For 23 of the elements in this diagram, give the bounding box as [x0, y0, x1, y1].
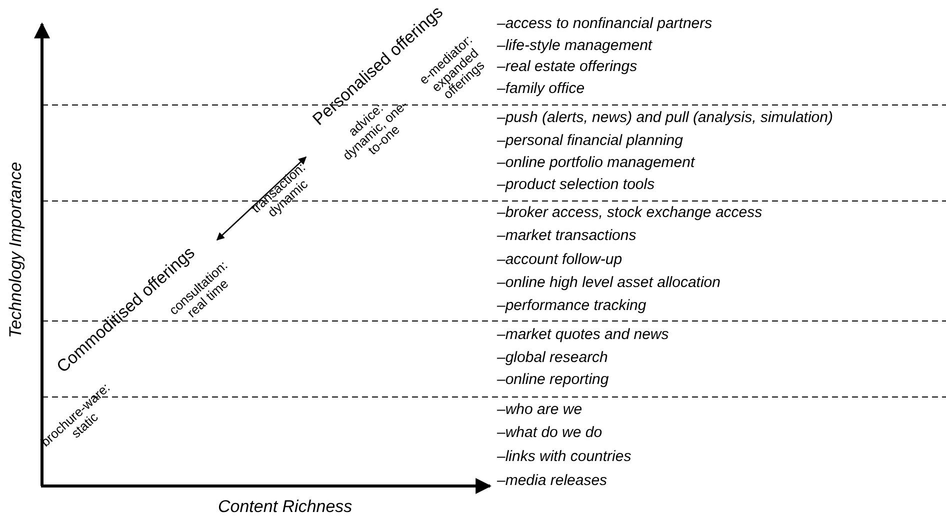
list-item: –what do we do — [497, 425, 602, 441]
list-item: –performance tracking — [497, 298, 646, 314]
list-item: –personal financial planning — [497, 133, 683, 149]
list-item: –online high level asset allocation — [497, 275, 720, 291]
list-item: –life-style management — [497, 38, 652, 54]
list-item: –account follow-up — [497, 252, 622, 268]
axis-title: Content Richness — [218, 498, 352, 516]
list-item: –push (alerts, news) and pull (analysis, simulation) — [497, 110, 833, 126]
list-item: –global research — [497, 350, 608, 366]
axis-title: Technology Importance — [7, 162, 25, 338]
list-item: –market transactions — [497, 228, 636, 244]
list-item: –who are we — [497, 402, 582, 418]
list-item: –links with countries — [497, 449, 632, 465]
list-item: –market quotes and news — [497, 327, 669, 343]
list-item: –family office — [497, 81, 585, 97]
double-arrow — [216, 156, 307, 241]
list-item: –real estate offerings — [497, 59, 638, 75]
list-item: –product selection tools — [497, 177, 655, 193]
list-item: –media releases — [497, 473, 608, 489]
list-item: –online portfolio management — [497, 155, 695, 171]
list-item: –access to nonfinancial partners — [497, 16, 712, 32]
list-item: –broker access, stock exchange access — [497, 205, 762, 221]
list-item: –online reporting — [497, 372, 609, 388]
